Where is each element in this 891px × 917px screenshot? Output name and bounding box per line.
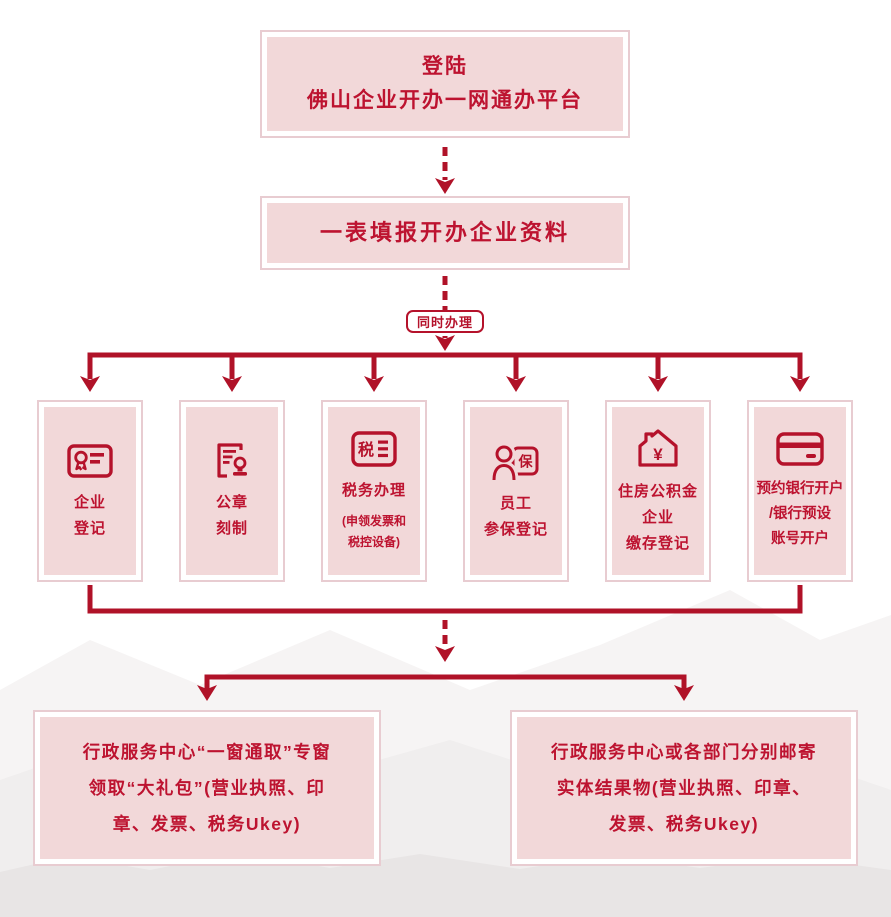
- arrow-branch-to-task-6: [790, 355, 810, 392]
- arrow-branch-to-task-5: [648, 355, 668, 392]
- simultaneous-badge: 同时办理: [406, 310, 484, 333]
- converge-bracket: [87, 585, 803, 614]
- bank-card-icon: [776, 432, 824, 466]
- tax-icon-character: 税: [358, 440, 374, 459]
- arrow-converge-to-results: [435, 620, 455, 662]
- result-line: 实体结果物(营业执照、印章、: [556, 778, 812, 798]
- result-line: 发票、税务Ukey): [608, 814, 760, 834]
- insurance-icon-character: 保: [518, 453, 534, 469]
- task-label-line: 账号开户: [771, 531, 829, 547]
- task-box-employee-insurance: 保 员工 参保登记: [463, 400, 569, 582]
- seal-document-icon: [217, 442, 247, 478]
- task-sublabel-line: (申领发票和: [342, 514, 406, 528]
- result-line: 领取“大礼包”(营业执照、印: [88, 778, 326, 798]
- arrow-login-to-form: [435, 147, 455, 194]
- task-box-enterprise-registration: 企业 登记: [37, 400, 143, 582]
- result-box-mail-delivery: 行政服务中心或各部门分别邮寄 实体结果物(营业执照、印章、 发票、税务Ukey): [510, 710, 858, 866]
- task-label-line: 预约银行开户: [756, 481, 844, 497]
- result-box-service-center-pickup: 行政服务中心“一窗通取”专窗 领取“大礼包”(营业执照、印 章、发票、税务Uke…: [33, 710, 381, 866]
- task-label-line: /银行预设: [768, 506, 832, 522]
- task-box-bank-account: 预约银行开户 /银行预设 账号开户: [747, 400, 853, 582]
- task-label-line: 企业: [641, 508, 674, 526]
- result-line: 行政服务中心或各部门分别邮寄: [551, 742, 817, 762]
- one-form-filing-box: 一表填报开办企业资料: [260, 196, 630, 270]
- task-label-line: 刻制: [215, 519, 248, 537]
- house-yuan-icon: ¥: [638, 428, 678, 467]
- split-bracket: [204, 674, 687, 689]
- arrow-to-result-2: [674, 685, 694, 701]
- arrow-branch-to-task-4: [506, 355, 526, 392]
- result-line: 行政服务中心“一窗通取”专窗: [82, 742, 332, 762]
- task-label-line: 住房公积金: [617, 482, 698, 500]
- login-line2: 佛山企业开办一网通办平台: [307, 89, 583, 112]
- mountain-ridge-near: [0, 852, 891, 917]
- task-box-tax-handling: 税 税务办理 (申领发票和 税控设备): [321, 400, 427, 582]
- task-label-line: 企业: [73, 493, 106, 511]
- result-line: 章、发票、税务Ukey): [112, 814, 302, 834]
- task-label-line: 缴存登记: [625, 534, 690, 552]
- arrow-branch-to-task-1: [80, 355, 100, 392]
- task-label-line: 登记: [73, 519, 106, 537]
- tax-icon: 税: [351, 431, 397, 467]
- login-platform-box: 登陆 佛山企业开办一网通办平台: [260, 30, 630, 138]
- login-line1: 登陆: [422, 55, 468, 78]
- task-label-line: 员工: [499, 494, 532, 512]
- person-insurance-icon: 保: [491, 442, 539, 480]
- task-label-line: 参保登记: [483, 520, 548, 538]
- arrow-to-result-1: [197, 685, 217, 701]
- task-box-seal-engraving: 公章 刻制: [179, 400, 285, 582]
- task-box-housing-fund: ¥ 住房公积金 企业 缴存登记: [605, 400, 711, 582]
- task-label-line: 公章: [215, 493, 248, 511]
- arrow-branch-to-task-2: [222, 355, 242, 392]
- task-sublabel-line: 税控设备): [348, 535, 400, 549]
- arrow-branch-to-task-3: [364, 355, 384, 392]
- yuan-icon-character: ¥: [653, 445, 663, 464]
- task-label-line: 税务办理: [341, 482, 406, 499]
- one-form-filing-label: 一表填报开办企业资料: [319, 220, 570, 245]
- business-license-icon: [67, 443, 113, 478]
